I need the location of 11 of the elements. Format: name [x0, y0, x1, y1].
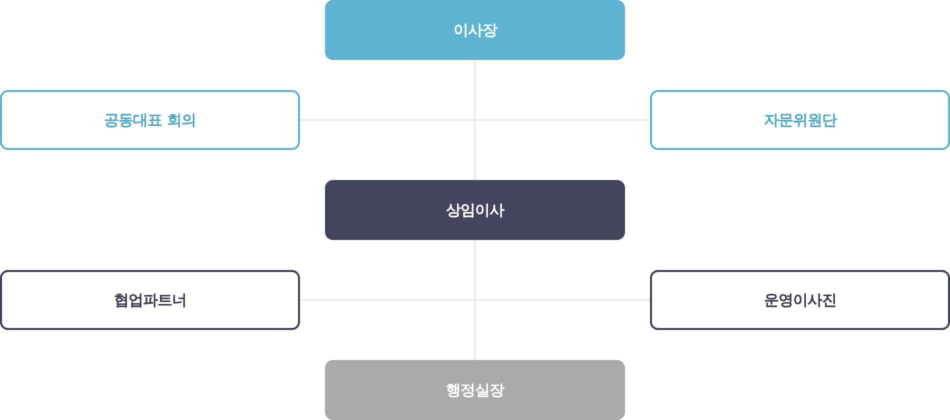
org-box: 운영이사진: [650, 270, 950, 330]
connector-line: [474, 240, 476, 300]
connector-line: [474, 60, 476, 120]
org-box: 행정실장: [325, 360, 625, 420]
org-box: 공동대표 회의: [0, 90, 300, 150]
org-box: 이사장: [325, 0, 625, 60]
connector-line: [474, 120, 476, 180]
org-box: 자문위원단: [650, 90, 950, 150]
connector-line: [474, 300, 476, 360]
org-box: 상임이사: [325, 180, 625, 240]
org-box: 협업파트너: [0, 270, 300, 330]
